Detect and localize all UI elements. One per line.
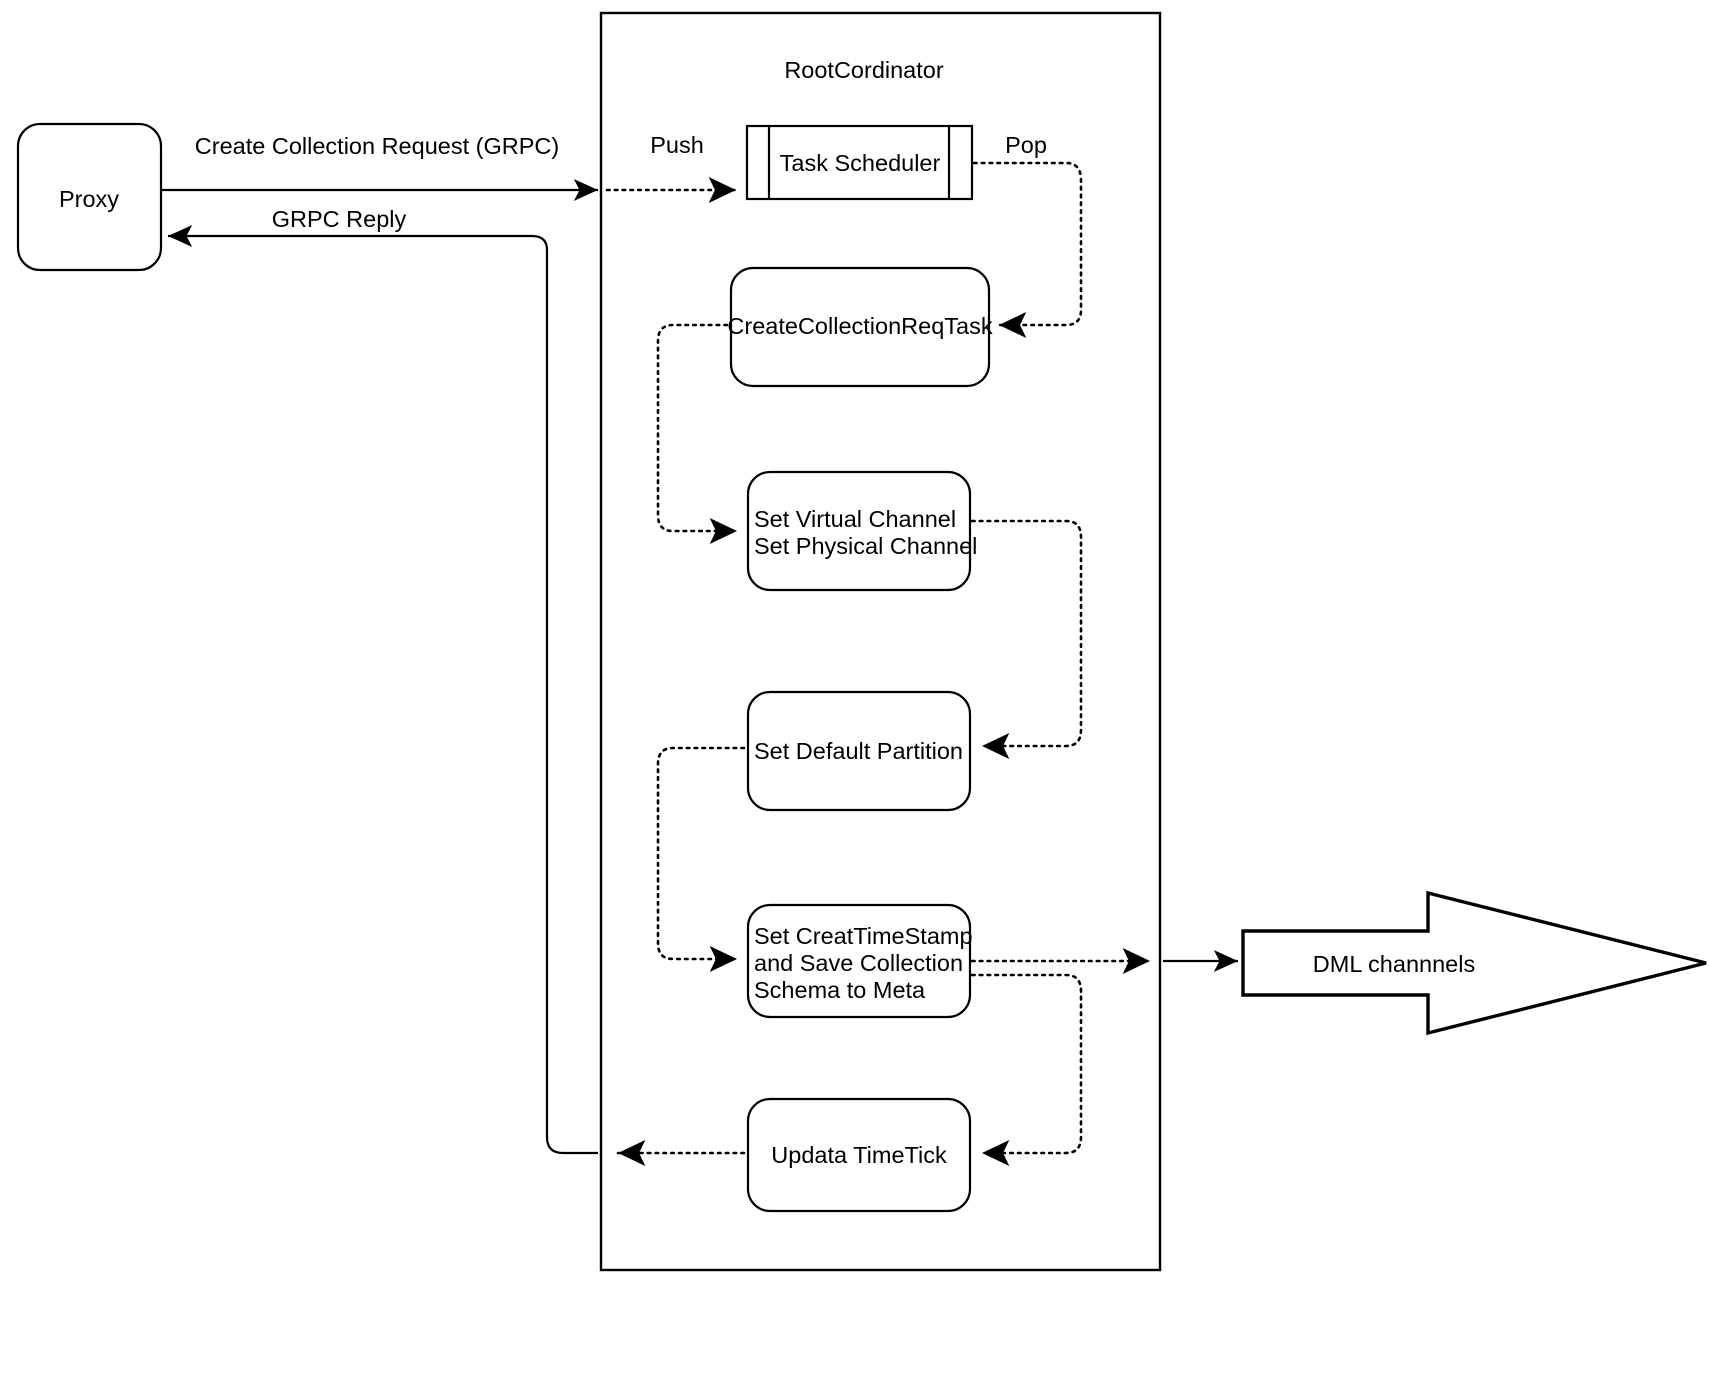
node-set-default-partition[interactable]: [746, 690, 972, 812]
node-label-set-timestamp-l2: and Save Collection: [754, 950, 963, 976]
node-set-timestamp-save-schema[interactable]: [746, 903, 972, 1019]
edge-label-create-collection-request: Create Collection Request (GRPC): [195, 133, 559, 159]
node-set-channels[interactable]: [746, 470, 972, 592]
node-label-set-timestamp-l1: Set CreatTimeStamp: [754, 923, 973, 949]
node-label-set-default-partition: Set Default Partition: [754, 738, 963, 764]
edge-pop: [972, 161, 1083, 338]
node-label-update-timetick: Updata TimeTick: [771, 1142, 947, 1168]
node-dml-channels[interactable]: [1241, 890, 1707, 1036]
container-title: RootCordinator: [784, 57, 944, 83]
node-label-create-collection-req-task: CreateCollectionReqTask: [727, 313, 992, 339]
edge-label-push: Push: [650, 132, 704, 158]
edge-task-to-set-channels: [656, 323, 739, 544]
node-label-set-physical-channel: Set Physical Channel: [754, 533, 977, 559]
node-label-task-scheduler: Task Scheduler: [780, 150, 941, 176]
edge-grpc-reply: [168, 225, 598, 1155]
edge-default-partition-to-timestamp: [656, 746, 746, 972]
node-update-timetick[interactable]: [746, 1097, 972, 1213]
node-label-set-timestamp-l3: Schema to Meta: [754, 977, 926, 1003]
edge-set-channels-to-default-partition: [970, 519, 1083, 759]
edge-timestamp-to-timetick: [970, 973, 1083, 1166]
edge-label-pop: Pop: [1005, 132, 1047, 158]
node-label-set-virtual-channel: Set Virtual Channel: [754, 506, 956, 532]
node-proxy[interactable]: [16, 122, 163, 272]
node-task-scheduler[interactable]: [745, 124, 974, 201]
node-label-dml-channels: DML channnels: [1313, 951, 1475, 977]
rootcoordinator-container: [599, 11, 1162, 1272]
node-label-proxy: Proxy: [59, 186, 119, 212]
edge-label-grpc-reply: GRPC Reply: [272, 206, 407, 232]
node-create-collection-req-task[interactable]: [729, 266, 991, 388]
